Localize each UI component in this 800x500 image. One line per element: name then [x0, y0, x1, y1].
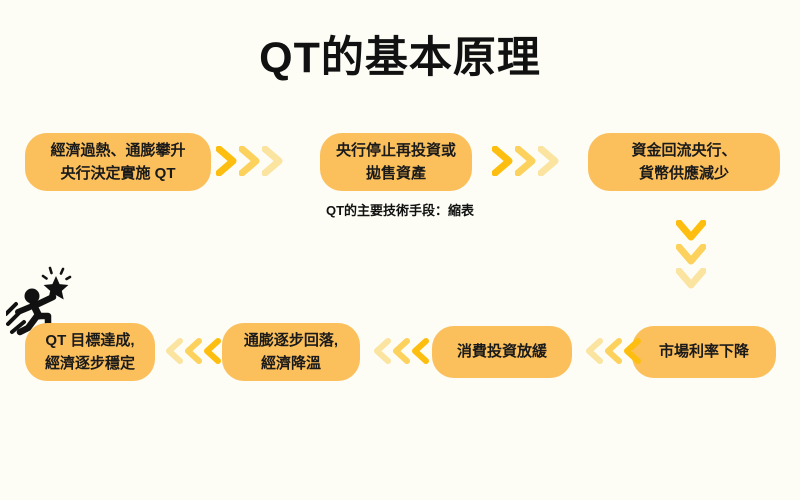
flow-box-slowdown: 消費投資放緩: [432, 326, 572, 378]
flow-box-goal-achieved: QT 目標達成, 經濟逐步穩定: [25, 323, 155, 381]
flow-box-line: 經濟過熱、通膨攀升: [50, 141, 186, 159]
chevron-left-group: [166, 338, 222, 364]
flow-box-line: 央行決定實施 QT: [60, 165, 176, 182]
chevron-down-icon: [676, 220, 706, 241]
flow-box-liquidity: 資金回流央行、 貨幣供應減少: [588, 133, 780, 191]
chevron-right-group: [492, 146, 560, 176]
flow-box-line: 經濟逐步穩定: [44, 355, 135, 372]
chevron-right-icon: [492, 146, 513, 176]
chevron-left-icon: [204, 338, 221, 364]
chevron-left-icon: [185, 338, 202, 364]
flow-box-line: 拋售資產: [365, 165, 426, 182]
flow-box-stop-reinvest: 央行停止再投資或 拋售資產: [320, 133, 472, 191]
chevron-left-icon: [412, 338, 429, 364]
chevron-down-group: [676, 220, 706, 290]
chevron-down-icon: [676, 244, 706, 265]
flow-box-line: 央行停止再投資或: [335, 141, 456, 159]
chevron-left-group: [586, 338, 642, 364]
running-person-star-icon: [6, 266, 72, 336]
flow-box-line: 資金回流央行、: [631, 141, 737, 159]
chevron-left-icon: [393, 338, 410, 364]
flow-box-line: 經濟降溫: [260, 355, 321, 372]
flow-box-line: 市場利率下降: [658, 343, 749, 361]
chevron-left-icon: [586, 338, 603, 364]
flow-box-line: 通膨逐步回落,: [243, 331, 339, 349]
chevron-right-icon: [538, 146, 559, 176]
flow-box-inflation-cool: 通膨逐步回落, 經濟降溫: [222, 323, 360, 381]
chevron-left-icon: [624, 338, 641, 364]
flow-box-line: QT 目標達成,: [45, 331, 135, 349]
flow-box-line: 貨幣供應減少: [638, 165, 729, 182]
chevron-left-icon: [166, 338, 183, 364]
page-title: QT的基本原理: [259, 34, 541, 82]
flow-box-rate-down: 市場利率下降: [632, 326, 776, 378]
chevron-right-icon: [262, 146, 283, 176]
flow-box-overheat: 經濟過熱、通膨攀升 央行決定實施 QT: [25, 133, 211, 191]
chevron-down-icon: [676, 268, 706, 289]
chevron-right-icon: [239, 146, 260, 176]
flow-caption: QT的主要技術手段：縮表: [325, 203, 475, 218]
chevron-right-icon: [216, 146, 237, 176]
flow-box-line: 消費投資放緩: [456, 343, 547, 361]
chevron-left-icon: [605, 338, 622, 364]
chevron-left-group: [374, 338, 430, 364]
chevron-right-icon: [515, 146, 536, 176]
chevron-right-group: [216, 146, 284, 176]
chevron-left-icon: [374, 338, 391, 364]
